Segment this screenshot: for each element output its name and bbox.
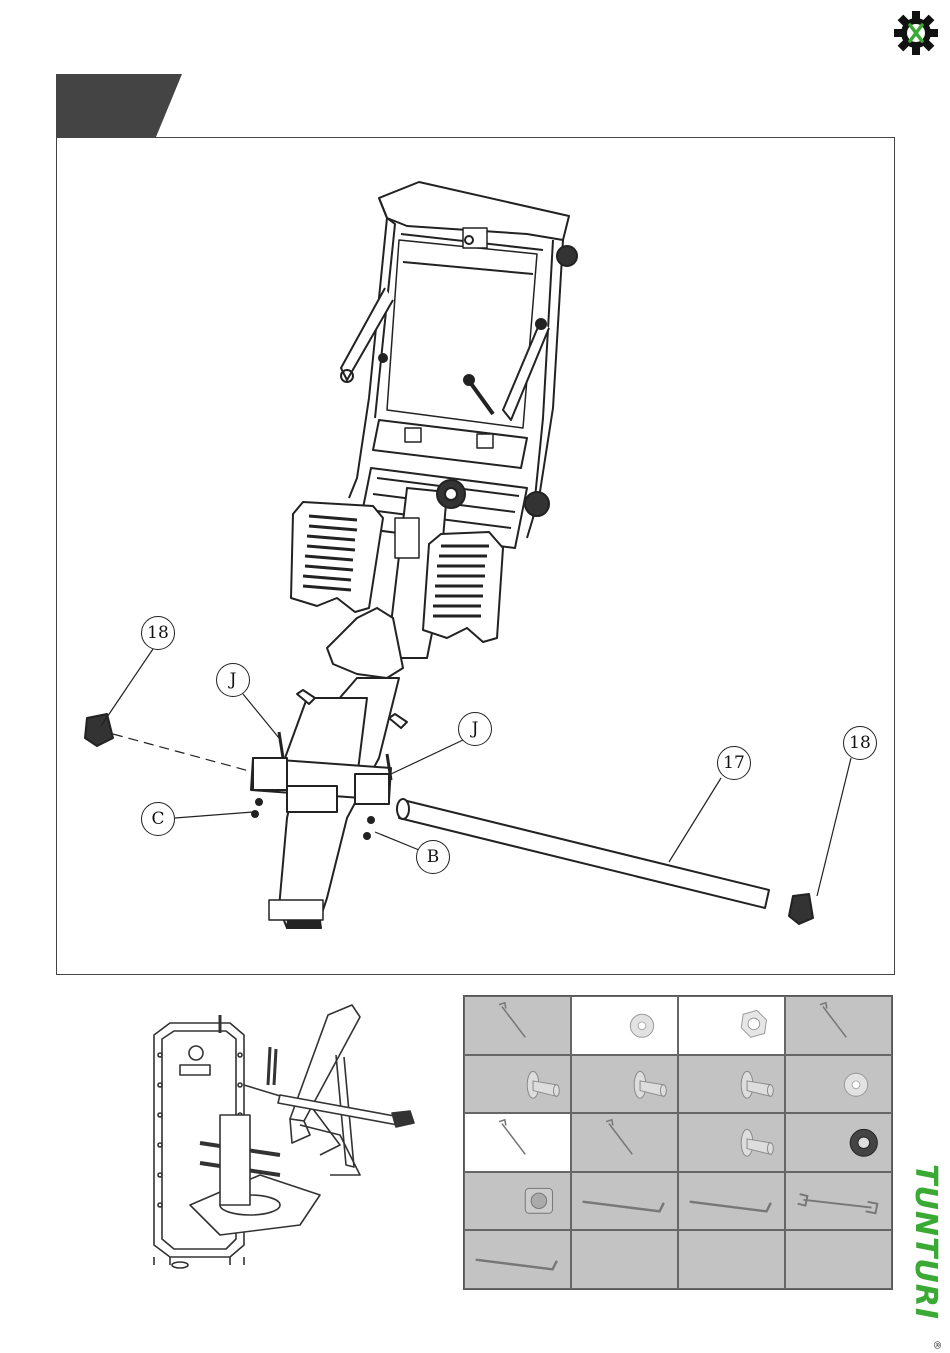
bolt-icon — [572, 1114, 677, 1171]
callout-part-b: B — [416, 840, 450, 874]
assembly-drawing — [57, 138, 896, 976]
brand-wordmark: TUNTURI ® — [904, 1160, 944, 1350]
hardware-cell — [571, 1230, 678, 1289]
callout-part-j-left: J — [216, 663, 250, 697]
allen-key-icon — [679, 1173, 784, 1230]
machine-overview-drawing — [140, 995, 430, 1285]
callout-part-17: 17 — [717, 746, 751, 780]
hardware-cell — [464, 996, 571, 1055]
hardware-cell — [785, 1172, 892, 1231]
washer-icon — [786, 1056, 891, 1113]
assembly-tools-gear-icon — [892, 8, 940, 56]
hardware-cell — [785, 1113, 892, 1172]
wrench-icon — [786, 1173, 891, 1230]
allen-key-icon — [572, 1173, 677, 1230]
callout-part-18-left: 18 — [141, 616, 175, 650]
callout-part-18-right: 18 — [843, 726, 877, 760]
washer-dark-icon — [786, 1114, 891, 1171]
brand-registered-mark: ® — [931, 1340, 942, 1350]
hardware-cell — [571, 1172, 678, 1231]
hardware-cell — [678, 1172, 785, 1231]
nut-icon — [679, 997, 784, 1054]
flange-screw-icon — [679, 1114, 784, 1171]
brand-name: TUNTURI — [908, 1164, 943, 1320]
hardware-cell — [785, 996, 892, 1055]
hardware-cell — [464, 1055, 571, 1114]
washer-icon — [572, 997, 677, 1054]
hardware-cell — [464, 1230, 571, 1289]
hardware-cell — [678, 1055, 785, 1114]
hardware-cell — [785, 1230, 892, 1289]
hardware-cell — [464, 1113, 571, 1172]
flange-screw-icon — [679, 1056, 784, 1113]
flange-screw-icon — [465, 1056, 570, 1113]
hardware-cell — [571, 1055, 678, 1114]
hardware-cell — [678, 996, 785, 1055]
bolt-icon — [465, 1114, 570, 1171]
allen-key-icon — [465, 1231, 570, 1288]
callout-part-j-right: J — [458, 712, 492, 746]
assembly-drawing-frame: 18 J J 17 18 C B — [56, 137, 895, 975]
hardware-cell — [571, 1113, 678, 1172]
step-number-tab — [56, 74, 182, 137]
hardware-cell — [785, 1055, 892, 1114]
flange-screw-icon — [572, 1056, 677, 1113]
hardware-cell — [464, 1172, 571, 1231]
hardware-parts-grid — [463, 995, 893, 1290]
hardware-cell — [678, 1113, 785, 1172]
bolt-icon — [465, 997, 570, 1054]
callout-part-c: C — [141, 802, 175, 836]
hardware-cell — [571, 996, 678, 1055]
hardware-cell — [678, 1230, 785, 1289]
bolt-icon — [786, 997, 891, 1054]
knob-icon — [465, 1173, 570, 1230]
